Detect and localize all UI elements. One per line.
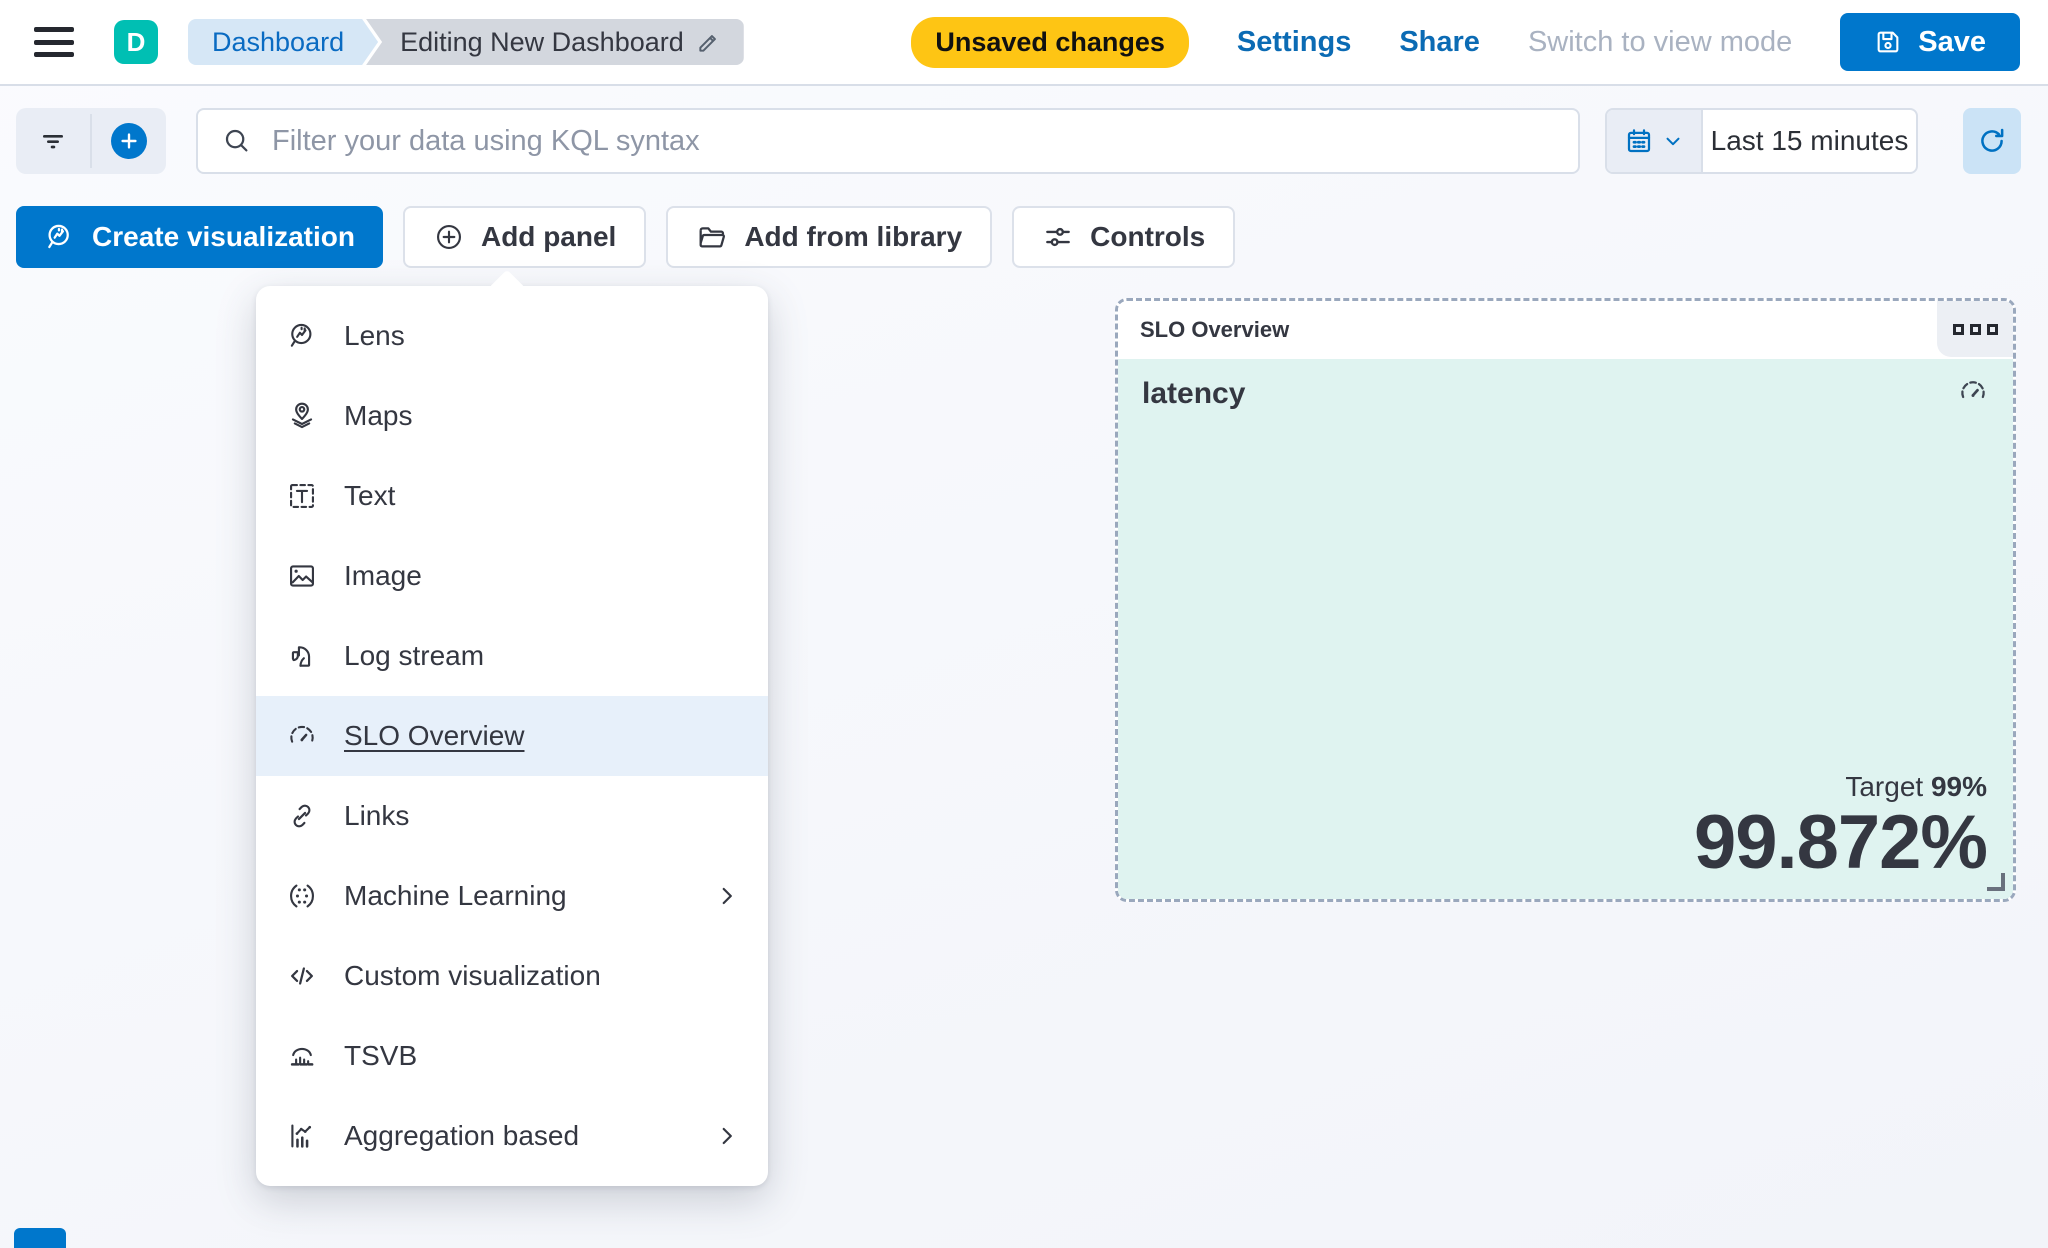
menu-item-maps[interactable]: Maps xyxy=(256,376,768,456)
filter-button[interactable] xyxy=(16,108,90,174)
menu-item-label: Lens xyxy=(344,320,405,351)
share-link[interactable]: Share xyxy=(1399,25,1480,58)
gauge-icon xyxy=(1957,375,1989,407)
panel-header: SLO Overview xyxy=(1118,301,2013,359)
controls-label: Controls xyxy=(1090,221,1206,252)
panel-options-button[interactable] xyxy=(1937,301,2013,357)
top-header: D Dashboard Editing New Dashboard Unsave… xyxy=(0,0,2048,86)
breadcrumb-dashboard[interactable]: Dashboard xyxy=(188,19,378,65)
add-from-library-label: Add from library xyxy=(744,221,963,252)
menu-item-lens[interactable]: Lens xyxy=(256,296,768,376)
aggregation-based-icon xyxy=(286,1120,318,1152)
folder-icon xyxy=(696,221,728,253)
switch-view-mode-link[interactable]: Switch to view mode xyxy=(1527,25,1793,58)
panel-title: SLO Overview xyxy=(1140,317,1290,342)
refresh-icon xyxy=(1976,125,2008,157)
time-picker-calendar-button[interactable] xyxy=(1607,110,1703,172)
add-panel-button[interactable]: Add panel xyxy=(402,206,647,268)
menu-item-label: Links xyxy=(344,800,410,831)
plus-in-circle-icon xyxy=(433,221,465,253)
lens-icon xyxy=(44,221,76,253)
space-avatar[interactable]: D xyxy=(114,20,158,64)
slo-target-value: 99% xyxy=(1930,771,1987,803)
plus-circle-icon xyxy=(111,123,147,159)
slo-target-label: Target xyxy=(1845,771,1924,803)
menu-item-label: TSVB xyxy=(344,1040,418,1071)
links-icon xyxy=(286,800,318,832)
menu-item-label: Maps xyxy=(344,400,413,431)
controls-button[interactable]: Controls xyxy=(1012,206,1236,268)
breadcrumb: Dashboard Editing New Dashboard xyxy=(188,19,744,65)
slo-overview-icon xyxy=(286,720,318,752)
text-icon xyxy=(286,480,318,512)
add-from-library-button[interactable]: Add from library xyxy=(666,206,993,268)
breadcrumb-current[interactable]: Editing New Dashboard xyxy=(366,19,744,65)
menu-item-label: Machine Learning xyxy=(344,880,567,911)
menu-item-tsvb[interactable]: TSVB xyxy=(256,1016,768,1096)
chevron-right-icon xyxy=(714,883,740,909)
menu-item-links[interactable]: Links xyxy=(256,776,768,856)
refresh-button[interactable] xyxy=(1963,108,2021,174)
log-stream-icon xyxy=(286,640,318,672)
slo-target: Target 99% xyxy=(1694,771,1987,803)
menu-item-machine-learning[interactable]: Machine Learning xyxy=(256,856,768,936)
slo-overview-panel[interactable]: SLO Overview latency Target 99% 99.872% xyxy=(1115,298,2016,902)
create-visualization-label: Create visualization xyxy=(92,221,355,252)
menu-item-label: Text xyxy=(344,480,396,511)
menu-item-aggregation-based[interactable]: Aggregation based xyxy=(256,1096,768,1176)
save-button-label: Save xyxy=(1918,25,1986,58)
menu-item-label: Custom visualization xyxy=(344,960,601,991)
create-visualization-button[interactable]: Create visualization xyxy=(16,206,383,268)
filter-button-group xyxy=(16,108,166,174)
chevron-down-icon xyxy=(1662,130,1684,152)
tsvb-icon xyxy=(286,1040,318,1072)
header-actions: Unsaved changes Settings Share Switch to… xyxy=(911,13,2020,71)
menu-item-label: Image xyxy=(344,560,422,591)
search-icon xyxy=(222,126,252,156)
pencil-icon[interactable] xyxy=(696,29,722,55)
slo-stats: Target 99% 99.872% xyxy=(1693,771,1988,886)
slo-panel-body: latency Target 99% 99.872% xyxy=(1118,359,2013,899)
menu-item-slo-overview[interactable]: SLO Overview xyxy=(256,696,768,776)
machine-learning-icon xyxy=(286,880,318,912)
menu-item-log-stream[interactable]: Log stream xyxy=(256,616,768,696)
time-picker: Last 15 minutes xyxy=(1605,108,1918,174)
time-range-button[interactable]: Last 15 minutes xyxy=(1703,110,1916,172)
custom-visualization-icon xyxy=(286,960,318,992)
time-range-label: Last 15 minutes xyxy=(1710,125,1909,156)
lens-icon xyxy=(286,320,318,352)
menu-item-text[interactable]: Text xyxy=(256,456,768,536)
breadcrumb-current-label: Editing New Dashboard xyxy=(400,26,684,57)
kql-search-input[interactable] xyxy=(272,124,1554,158)
menu-item-label: SLO Overview xyxy=(344,720,525,751)
slo-value: 99.872% xyxy=(1693,800,1988,886)
save-floppy-icon xyxy=(1874,28,1902,56)
chevron-right-icon xyxy=(714,1123,740,1149)
add-filter-button[interactable] xyxy=(92,108,166,174)
image-icon xyxy=(286,560,318,592)
boxes-icon xyxy=(1952,323,1964,335)
panel-resize-handle[interactable] xyxy=(1987,873,2005,891)
sliders-icon xyxy=(1042,221,1074,253)
save-button[interactable]: Save xyxy=(1840,13,2020,71)
menu-item-custom-visualization[interactable]: Custom visualization xyxy=(256,936,768,1016)
calendar-icon xyxy=(1624,126,1654,156)
add-panel-label: Add panel xyxy=(480,221,617,252)
bottom-edge-blue-element xyxy=(14,1228,66,1248)
unsaved-changes-badge[interactable]: Unsaved changes xyxy=(911,16,1189,68)
menu-item-image[interactable]: Image xyxy=(256,536,768,616)
menu-hamburger-icon[interactable] xyxy=(34,27,74,57)
settings-link[interactable]: Settings xyxy=(1236,25,1352,58)
menu-item-label: Aggregation based xyxy=(344,1120,580,1151)
maps-icon xyxy=(286,400,318,432)
kql-search-box xyxy=(196,108,1580,174)
filter-icon xyxy=(37,125,69,157)
button-group-divider xyxy=(90,114,92,168)
slo-metric-name: latency xyxy=(1142,377,1246,410)
menu-item-label: Log stream xyxy=(344,640,485,671)
dashboard-toolbar: Create visualization Add panel Add from … xyxy=(16,206,1236,268)
